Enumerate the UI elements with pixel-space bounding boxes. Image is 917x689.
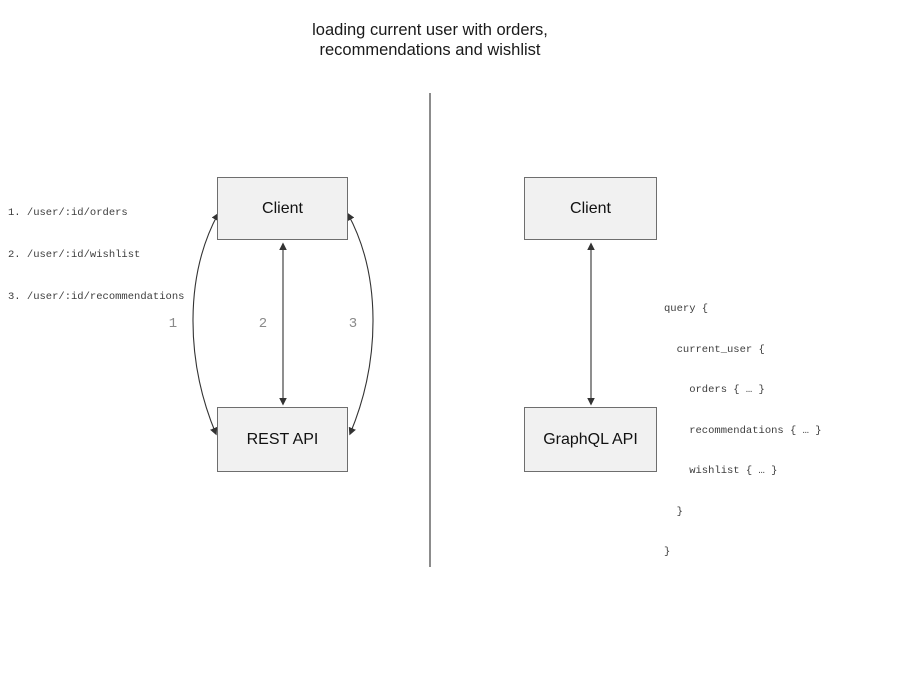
- diagram-title-line-2: recommendations and wishlist: [319, 41, 541, 59]
- graphql-query-line: recommendations { … }: [664, 424, 822, 437]
- rest-arrow-3: [347, 212, 374, 436]
- graphql-query-line: current_user {: [664, 343, 765, 356]
- rest-api-node-label: REST API: [246, 430, 319, 448]
- rest-arrow-2-label: 2: [258, 316, 268, 332]
- graphql-query-line: }: [664, 505, 683, 518]
- graphql-query-line: }: [664, 546, 671, 558]
- graphql-client-node-label: Client: [570, 199, 611, 217]
- rest-endpoint-item: 1. /user/:id/orders: [8, 207, 128, 219]
- rest-client-node-label: Client: [262, 199, 303, 217]
- graphql-query-line: wishlist { … }: [664, 465, 778, 477]
- diagram-title: loading current user with orders, recomm…: [180, 20, 680, 60]
- rest-arrow-3-label: 3: [348, 316, 358, 332]
- rest-client-node: Client: [217, 177, 348, 240]
- graphql-api-node: GraphQL API: [524, 407, 657, 472]
- rest-arrow-1: [192, 212, 219, 436]
- graphql-query-block: query { current_user { orders { … } reco…: [664, 276, 822, 587]
- diagram-title-line-1: loading current user with orders,: [312, 21, 548, 39]
- graphql-query-line: query {: [664, 303, 709, 315]
- graphql-api-node-label: GraphQL API: [543, 430, 638, 448]
- rest-api-node: REST API: [217, 407, 348, 472]
- rest-endpoint-item: 3. /user/:id/recommendations: [8, 291, 185, 303]
- rest-endpoint-item: 2. /user/:id/wishlist: [8, 249, 141, 261]
- graphql-client-node: Client: [524, 177, 657, 240]
- graphql-query-line: orders { … }: [664, 384, 765, 396]
- rest-arrow-1-label: 1: [168, 316, 178, 332]
- rest-endpoint-list: 1. /user/:id/orders 2. /user/:id/wishlis…: [8, 178, 184, 332]
